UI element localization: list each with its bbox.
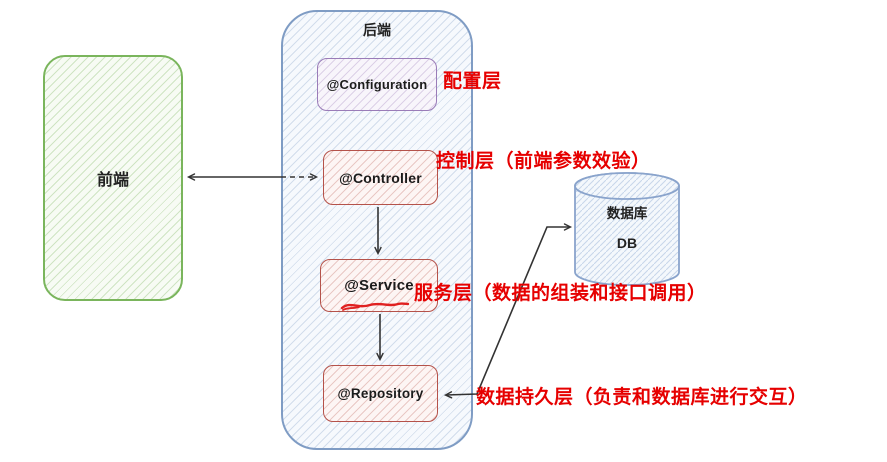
repository-box: @Repository: [323, 365, 438, 422]
controller-box: @Controller: [323, 150, 438, 205]
frontend-box: 前端: [43, 55, 183, 301]
annotation-controller: 控制层（前端参数效验）: [436, 151, 651, 172]
backend-title: 后端: [363, 22, 391, 38]
service-box: @Service: [320, 259, 438, 312]
annotation-service: 服务层（数据的组装和接口调用）: [414, 283, 707, 304]
repository-box-label: @Repository: [337, 386, 424, 401]
service-box-label: @Service: [344, 277, 414, 294]
configuration-box: @Configuration: [317, 58, 437, 111]
annotation-repository: 数据持久层（负责和数据库进行交互）: [476, 387, 808, 408]
database-label: 数据库: [606, 206, 648, 221]
controller-box-label: @Controller: [339, 169, 422, 186]
frontend-label: 前端: [96, 172, 129, 189]
annotation-configuration: 配置层: [443, 71, 502, 92]
configuration-box-label: @Configuration: [326, 77, 428, 92]
database-sublabel: DB: [616, 235, 638, 251]
